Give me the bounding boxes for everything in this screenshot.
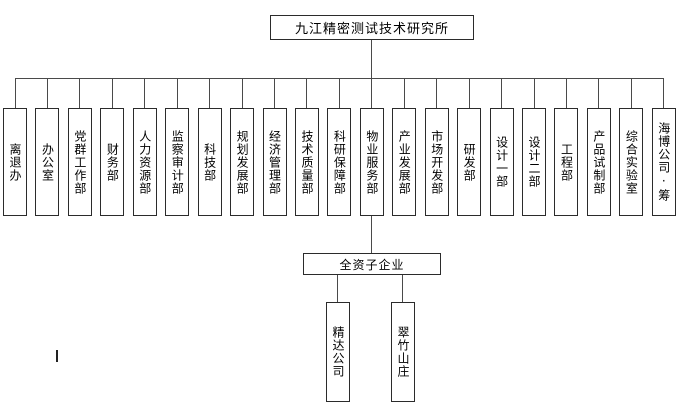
connector-stub — [468, 78, 470, 108]
connector-stub — [14, 78, 16, 108]
dept-column: 设计二部 — [522, 78, 546, 216]
connector-stub — [598, 78, 600, 108]
connector-stub — [306, 78, 308, 108]
subsidiary-group-box: 全资子企业 — [303, 253, 441, 275]
dept-column: 监察审计部 — [165, 78, 190, 216]
dept-box: 监察审计部 — [165, 108, 190, 216]
connector-stub — [176, 78, 178, 108]
dept-box: 办公室 — [35, 108, 60, 216]
dept-box: 综合实验室 — [619, 108, 644, 216]
connector-subgroup-to-sub1 — [337, 275, 338, 302]
connector-stub — [144, 78, 146, 108]
connector-stub — [371, 78, 373, 108]
root-org-label: 九江精密测试技术研究所 — [294, 22, 449, 37]
dept-box: 市场开发部 — [424, 108, 449, 216]
dept-box: 科研保障部 — [327, 108, 352, 216]
dept-label: 规划发展部 — [235, 129, 250, 195]
dept-label: 海博公司·筹 — [656, 122, 671, 202]
connector-dept-to-subgroup — [371, 216, 372, 253]
connector-stub — [565, 78, 567, 108]
connector-stub — [501, 78, 503, 108]
dept-label: 经济管理部 — [267, 129, 282, 195]
connector-stub — [79, 78, 81, 108]
dept-label: 科技部 — [202, 142, 217, 182]
dept-box: 人力资源部 — [132, 108, 157, 216]
connector-stub — [209, 78, 211, 108]
dept-box: 研发部 — [457, 108, 482, 216]
connector-stub — [111, 78, 113, 108]
connector-subgroup-to-sub2 — [402, 275, 403, 302]
connector-stub — [630, 78, 632, 108]
dept-box: 科技部 — [197, 108, 222, 216]
connector-stub — [436, 78, 438, 108]
dept-box: 规划发展部 — [230, 108, 255, 216]
connector-stub — [241, 78, 243, 108]
connector-root-to-rail — [371, 40, 372, 78]
stray-cursor-mark — [56, 350, 58, 362]
dept-label: 办公室 — [40, 142, 55, 182]
dept-box: 离退办 — [3, 108, 27, 216]
connector-stub — [46, 78, 48, 108]
connector-stub — [403, 78, 405, 108]
dept-label: 监察审计部 — [170, 129, 185, 195]
dept-column: 研发部 — [457, 78, 482, 216]
department-row: 离退办 办公室 党群工作部 财务部 人力资源部 监察审计部 科技部 规划发展部 … — [3, 78, 676, 216]
dept-label: 离退办 — [8, 142, 22, 182]
dept-label: 党群工作部 — [72, 129, 87, 195]
dept-column: 科技部 — [197, 78, 222, 216]
dept-box: 财务部 — [100, 108, 125, 216]
dept-box: 海博公司·筹 — [651, 108, 676, 216]
connector-stub — [663, 78, 665, 108]
dept-column-property-services: 物业服务部 — [359, 78, 384, 216]
subsidiary-label: 精达公司 — [331, 326, 345, 378]
dept-label: 设计一部 — [494, 136, 509, 188]
dept-label: 研发部 — [462, 142, 477, 182]
connector-stub — [338, 78, 340, 108]
dept-label: 工程部 — [559, 142, 574, 182]
connector-stub — [533, 78, 535, 108]
dept-label: 科研保障部 — [332, 129, 347, 195]
dept-label: 人力资源部 — [137, 129, 152, 195]
dept-box: 设计一部 — [489, 108, 514, 216]
connector-stub — [274, 78, 275, 108]
dept-column: 设计一部 — [489, 78, 514, 216]
subsidiary-box: 翠竹山庄 — [391, 302, 415, 402]
dept-column: 办公室 — [35, 78, 60, 216]
dept-label: 产业发展部 — [397, 129, 412, 195]
dept-label: 产品试制部 — [591, 129, 606, 195]
dept-label: 设计二部 — [527, 136, 541, 188]
dept-label: 技术质量部 — [299, 129, 314, 195]
dept-column: 规划发展部 — [230, 78, 255, 216]
dept-column: 产品试制部 — [586, 78, 611, 216]
dept-column: 离退办 — [3, 78, 27, 216]
dept-label: 财务部 — [105, 142, 120, 182]
dept-column: 经济管理部 — [262, 78, 287, 216]
dept-box: 设计二部 — [522, 108, 546, 216]
dept-box: 产业发展部 — [392, 108, 417, 216]
dept-box: 工程部 — [554, 108, 579, 216]
dept-column: 市场开发部 — [424, 78, 449, 216]
dept-column: 党群工作部 — [67, 78, 92, 216]
subsidiary-group-label: 全资子企业 — [339, 257, 405, 272]
dept-label: 物业服务部 — [364, 129, 379, 195]
dept-label: 市场开发部 — [429, 129, 444, 195]
subsidiary-box: 精达公司 — [326, 302, 350, 402]
dept-column: 人力资源部 — [132, 78, 157, 216]
dept-box: 产品试制部 — [586, 108, 611, 216]
dept-column: 技术质量部 — [294, 78, 319, 216]
dept-column: 科研保障部 — [327, 78, 352, 216]
dept-column: 工程部 — [554, 78, 579, 216]
dept-column: 综合实验室 — [619, 78, 644, 216]
dept-box: 物业服务部 — [359, 108, 384, 216]
dept-column: 财务部 — [100, 78, 125, 216]
dept-column: 海博公司·筹 — [651, 78, 676, 216]
dept-box: 技术质量部 — [294, 108, 319, 216]
dept-box: 经济管理部 — [262, 108, 287, 216]
dept-box: 党群工作部 — [67, 108, 92, 216]
dept-label: 综合实验室 — [624, 129, 639, 195]
subsidiary-label: 翠竹山庄 — [396, 326, 410, 378]
root-org-box: 九江精密测试技术研究所 — [270, 15, 474, 40]
dept-column: 产业发展部 — [392, 78, 417, 216]
